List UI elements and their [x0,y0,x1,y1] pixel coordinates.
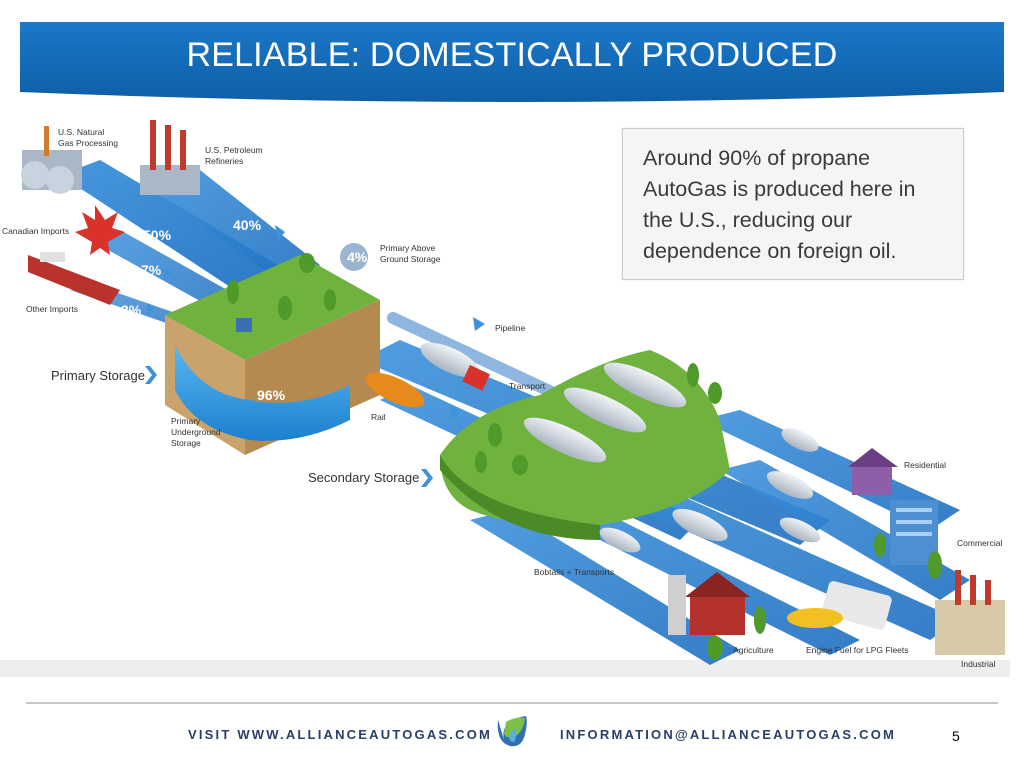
transport-truck [420,342,490,391]
primary-storage-block [165,243,380,455]
rail-car [365,372,425,408]
label-industrial: Industrial [961,659,996,669]
label-primary-storage: Primary Storage [51,368,145,383]
supply-chain-diagram: 50% 40% 7% 3% 4% 96% U.S. Natural Gas Pr… [0,120,1010,677]
percent-above-ground: 4% [347,249,368,265]
agriculture-barn [668,572,750,635]
label-engine-fuel: Engine Fuel for LPG Fleets [806,645,909,655]
footer-divider [26,702,998,704]
label-underground-line2: Underground [171,427,221,437]
label-residential: Residential [904,460,946,470]
label-pipeline: Pipeline [495,323,526,333]
pipeline [386,311,570,404]
footer-website-link[interactable]: VISIT WWW.ALLIANCEAUTOGAS.COM [188,727,493,742]
commercial-building [890,500,938,565]
page-number: 5 [952,728,960,744]
label-above-ground-line1: Primary Above [380,243,436,253]
trees [227,253,942,660]
page-title: RELIABLE: DOMESTICALLY PRODUCED [186,36,838,74]
gas-processing-plant [21,126,82,194]
header-banner [20,22,1004,102]
footer-email-link[interactable]: INFORMATION@ALLIANCEAUTOGAS.COM [560,727,897,742]
label-natural-gas-line2: Gas Processing [58,138,118,148]
secondary-storage-land [440,350,730,540]
callout-box: Around 90% of propane AutoGas is produce… [622,128,964,280]
petroleum-refinery [140,120,200,195]
label-transport: Transport [509,381,546,391]
bobtail-trucks [599,428,821,553]
label-refineries-line2: Refineries [205,156,243,166]
label-secondary-storage: Secondary Storage [308,470,419,485]
label-agriculture: Agriculture [733,645,774,655]
label-natural-gas-line1: U.S. Natural [58,127,104,137]
percent-underground: 96% [257,387,286,403]
label-rail: Rail [371,412,386,422]
leaf-drop-logo-icon [497,716,527,747]
label-refineries-line1: U.S. Petroleum [205,145,263,155]
industrial-plant [935,570,1005,655]
label-underground-line3: Storage [171,438,201,448]
label-canadian-imports: Canadian Imports [2,226,69,236]
callout-text: Around 90% of propane AutoGas is produce… [643,146,916,263]
maple-leaf-icon [75,205,125,255]
residential-house [848,448,898,495]
label-bobtails: Bobtails + Transports [534,567,614,577]
percent-natural-gas: 50% [143,227,172,243]
label-above-ground-line2: Ground Storage [380,254,441,264]
percent-canadian-imports: 7% [141,262,162,278]
label-other-imports: Other Imports [26,304,78,314]
lpg-fleet-vehicles [787,581,892,630]
flow-arrows [145,225,485,487]
label-underground-line1: Primary [171,416,201,426]
percent-other-imports: 3% [121,302,142,318]
percent-refineries: 40% [233,217,262,233]
tanker-ship [28,252,120,305]
label-commercial: Commercial [957,538,1002,548]
